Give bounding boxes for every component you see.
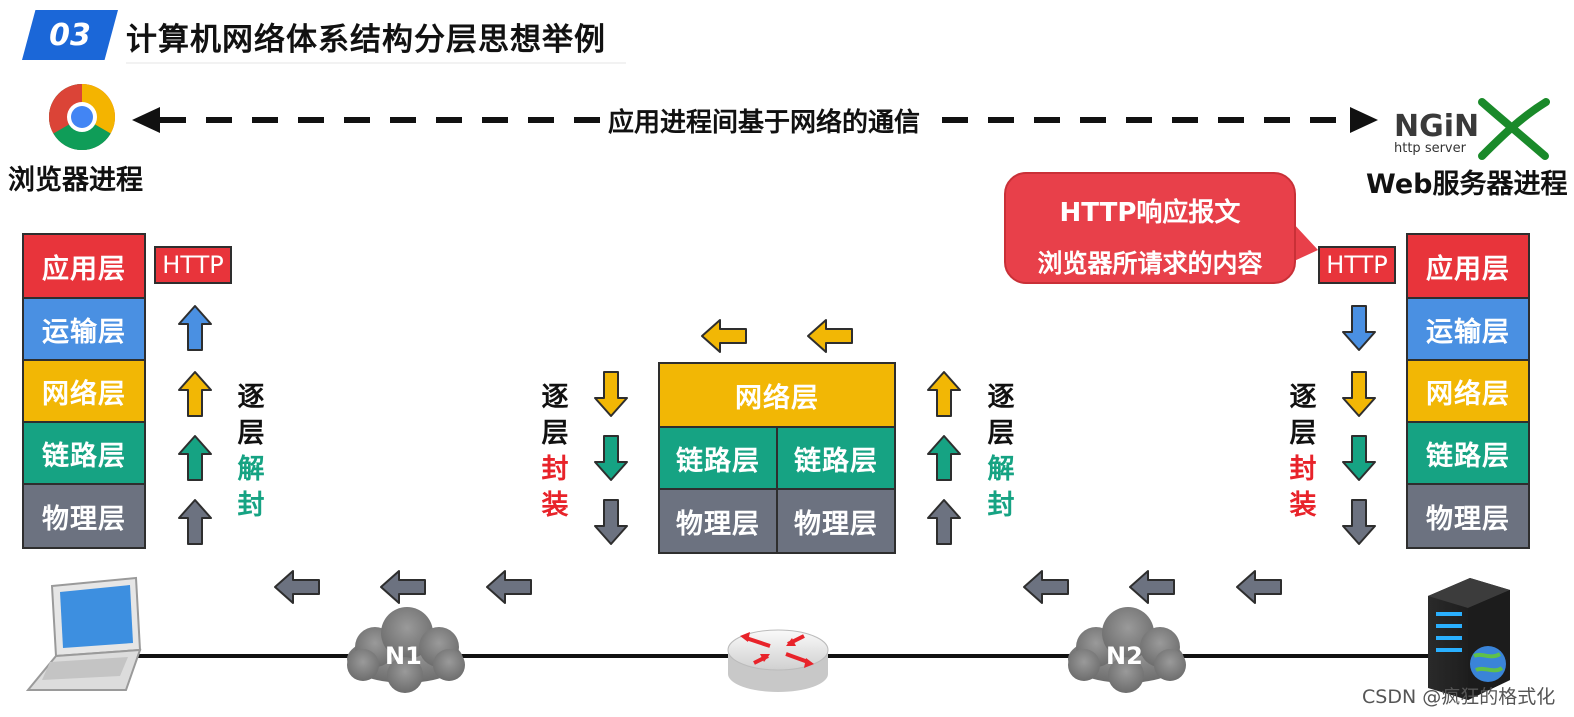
down-arrow-icon — [1342, 499, 1376, 545]
up-arrow-icon — [178, 371, 212, 417]
http-response-callout — [1004, 172, 1296, 284]
cloud-n1-icon — [347, 607, 465, 693]
transport-layer: 运输层 — [1406, 297, 1530, 361]
client-protocol-stack: 应用层 运输层 网络层 链路层 物理层 — [22, 233, 146, 549]
chrome-icon — [48, 83, 116, 151]
page-title: 计算机网络体系结构分层思想举例 — [126, 22, 606, 58]
encapsulation-label-right: 逐 层 封 装 — [1289, 382, 1317, 521]
communication-label: 应用进程间基于网络的通信 — [600, 102, 929, 139]
nginx-logo: NGiN http server — [1394, 98, 1550, 160]
svg-text:NGiN: NGiN — [1394, 109, 1479, 144]
down-arrow-icon — [594, 371, 628, 417]
down-arrow-icon — [594, 435, 628, 481]
down-arrow-icon — [1342, 371, 1376, 417]
application-layer: 应用层 — [22, 233, 146, 299]
left-arrow-icon — [701, 319, 747, 353]
application-layer: 应用层 — [1406, 233, 1530, 299]
laptop-icon — [25, 576, 142, 691]
callout-title: HTTP响应报文 — [1059, 198, 1241, 228]
svg-text:http server: http server — [1394, 141, 1467, 156]
down-arrow-icon — [1342, 305, 1376, 351]
network-n1-label: N1 — [385, 642, 422, 670]
section-number: 03 — [49, 17, 91, 53]
left-arrow-icon — [274, 570, 320, 604]
encapsulation-label-router: 逐 层 封 装 — [541, 382, 569, 521]
left-arrow-icon — [1129, 570, 1175, 604]
router-physical-layer-right: 物理层 — [776, 488, 896, 554]
server-icon — [1428, 578, 1510, 700]
browser-process-label: 浏览器进程 — [8, 165, 143, 196]
router-link-layer-right: 链路层 — [776, 426, 896, 490]
physical-layer: 物理层 — [22, 483, 146, 549]
down-arrow-icon — [594, 499, 628, 545]
web-server-process-label: Web服务器进程 — [1366, 169, 1568, 200]
network-layer: 网络层 — [22, 359, 146, 423]
router-physical-layer-left: 物理层 — [658, 488, 778, 554]
transport-layer: 运输层 — [22, 297, 146, 361]
left-arrow-icon — [1236, 570, 1282, 604]
left-arrow-icon — [1023, 570, 1069, 604]
cloud-n2-icon — [1068, 607, 1186, 693]
link-layer: 链路层 — [1406, 421, 1530, 485]
decapsulation-label-left: 逐 层 解 封 — [237, 382, 265, 521]
up-arrow-icon — [927, 435, 961, 481]
callout-tail — [1292, 222, 1318, 262]
up-arrow-icon — [927, 371, 961, 417]
comm-dashed-arrow — [132, 107, 1378, 133]
up-arrow-icon — [178, 305, 212, 351]
left-arrow-icon — [486, 570, 532, 604]
callout-subtitle: 浏览器所请求的内容 — [1037, 249, 1263, 278]
link-layer: 链路层 — [22, 421, 146, 485]
up-arrow-icon — [927, 499, 961, 545]
physical-layer: 物理层 — [1406, 483, 1530, 549]
server-protocol-stack: 应用层 运输层 网络层 链路层 物理层 — [1406, 233, 1530, 549]
watermark: CSDN @疯狂的格式化 — [1362, 686, 1556, 708]
up-arrow-icon — [178, 435, 212, 481]
network-layer: 网络层 — [1406, 359, 1530, 423]
decapsulation-label-router: 逐 层 解 封 — [987, 382, 1015, 521]
section-badge — [22, 10, 118, 60]
network-n2-label: N2 — [1106, 642, 1143, 670]
router-link-layer-left: 链路层 — [658, 426, 778, 490]
http-label-left: HTTP — [154, 246, 232, 284]
left-arrow-icon — [380, 570, 426, 604]
up-arrow-icon — [178, 499, 212, 545]
down-arrow-icon — [1342, 435, 1376, 481]
router-protocol-stack: 网络层 链路层 链路层 物理层 物理层 — [658, 362, 896, 554]
router-icon — [727, 629, 829, 692]
router-network-layer: 网络层 — [658, 362, 896, 428]
http-label-right: HTTP — [1318, 246, 1396, 284]
title-underline — [126, 62, 626, 64]
left-arrow-icon — [807, 319, 853, 353]
